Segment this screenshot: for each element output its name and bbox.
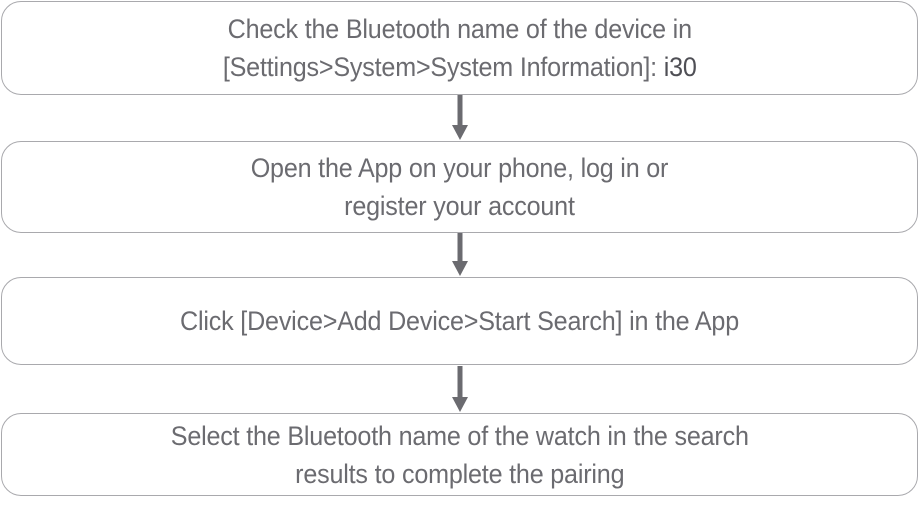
flowchart-step-3: Click [Device>Add Device>Start Search] i… <box>1 277 918 365</box>
flowchart-connector-3 <box>447 366 473 413</box>
flowchart-connector-1 <box>447 95 473 141</box>
flowchart-step-1-emphasis: i30 <box>663 52 697 82</box>
flowchart-step-2-label: Open the App on your phone, log in or re… <box>250 153 669 221</box>
flowchart-step-1-label: Check the Bluetooth name of the device i… <box>210 10 710 86</box>
arrow-down-icon <box>452 366 468 412</box>
flowchart-connector-2 <box>447 233 473 277</box>
flowchart-step-3-label: Click [Device>Add Device>Start Search] i… <box>180 306 739 336</box>
arrow-down-icon <box>452 95 468 140</box>
flowchart-step-4: Select the Bluetooth name of the watch i… <box>1 413 918 496</box>
flowchart-step-2: Open the App on your phone, log in or re… <box>1 141 918 233</box>
flowchart-step-1-text: Check the Bluetooth name of the device i… <box>222 14 692 82</box>
arrow-down-icon <box>452 233 468 276</box>
flowchart-step-1: Check the Bluetooth name of the device i… <box>1 1 918 95</box>
flowchart-step-4-label: Select the Bluetooth name of the watch i… <box>170 420 749 489</box>
